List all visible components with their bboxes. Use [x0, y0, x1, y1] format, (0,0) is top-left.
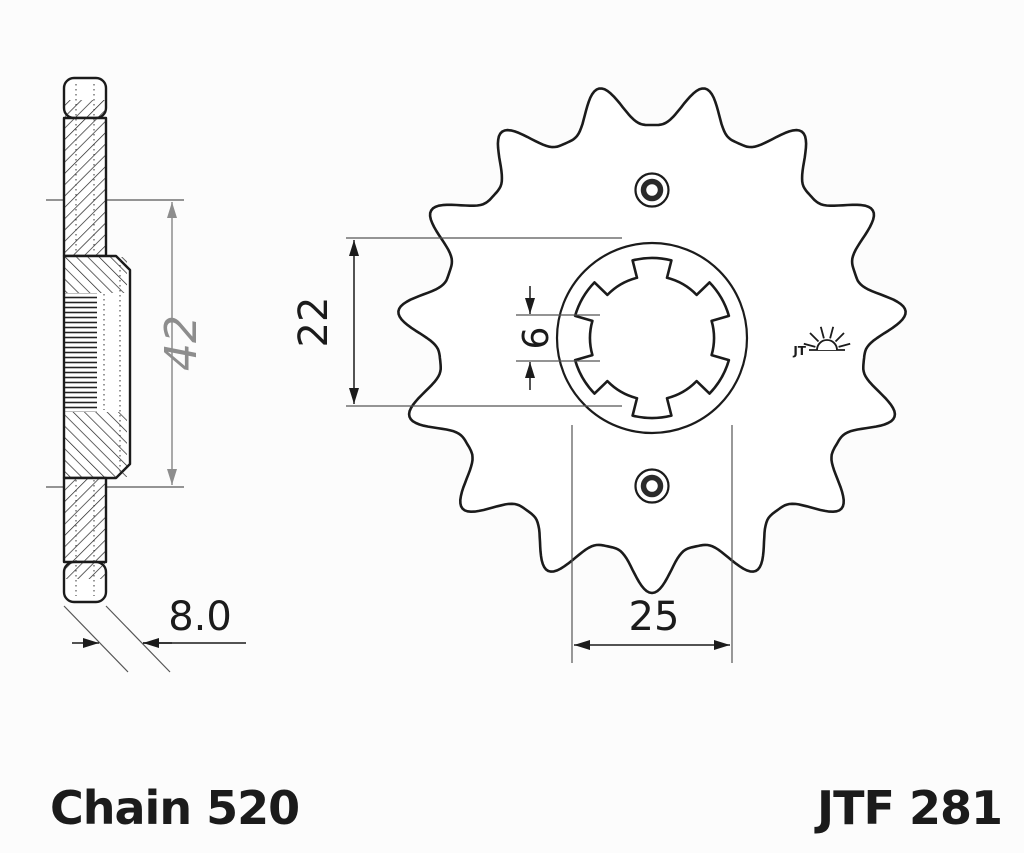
dimension-25: 25	[571, 425, 733, 663]
front-view	[397, 87, 907, 595]
dim-text-42: 42	[156, 315, 207, 371]
hatch-hub-lower	[65, 412, 127, 477]
bolt-hole-top-inner	[640, 178, 664, 202]
chain-label: Chain 520	[50, 781, 299, 835]
sun-rays-icon	[803, 326, 851, 348]
hatch-plate-upper	[65, 100, 105, 255]
dim-text-25: 25	[629, 594, 680, 640]
bolt-hole-bottom-inner	[640, 474, 664, 498]
bolt-hole-top	[634, 172, 670, 208]
dimension-22: 22	[291, 237, 622, 407]
hub-boss-circle	[555, 241, 749, 435]
dim-text-22: 22	[291, 297, 337, 348]
jt-logo: JT	[792, 326, 851, 358]
bolt-hole-bottom	[634, 468, 670, 504]
dimension-42: 42	[156, 202, 207, 485]
dim-text-6: 6	[516, 327, 557, 350]
spline-bore-outline	[573, 256, 731, 420]
oblique-ext-1	[63, 605, 129, 673]
side-view	[46, 76, 184, 604]
part-number-label: JTF 281	[814, 781, 1002, 835]
dim-text-8: 8.0	[168, 594, 232, 640]
dimension-8: 8.0	[63, 594, 246, 673]
spline-serration-section	[65, 293, 97, 412]
sun-icon	[816, 339, 838, 351]
dimension-6: 6	[516, 286, 600, 390]
hatch-hub-upper	[65, 257, 127, 293]
oblique-ext-2	[105, 605, 171, 673]
logo-text: JT	[792, 344, 806, 358]
hatch-plate-lower	[65, 479, 105, 579]
